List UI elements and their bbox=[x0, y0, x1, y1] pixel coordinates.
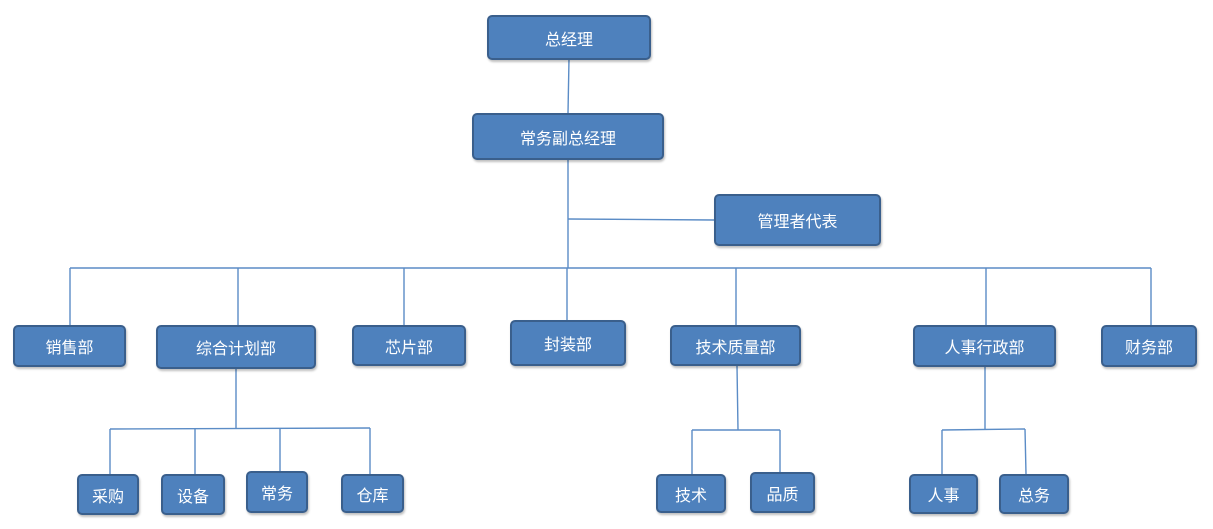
connector-management-rep bbox=[567, 218, 715, 221]
connector-general-affairs bbox=[1024, 428, 1027, 475]
technology-label: 技术 bbox=[674, 485, 707, 505]
planning-department-label: 综合计划部 bbox=[195, 339, 276, 358]
general-affairs-label: 总务 bbox=[1017, 486, 1050, 505]
purchasing-box: 采购 bbox=[77, 474, 139, 515]
sales-department-box: 销售部 bbox=[13, 325, 126, 367]
personnel-label: 人事 bbox=[927, 486, 960, 505]
general-affairs-box: 总务 bbox=[999, 474, 1069, 514]
ceo-box: 总经理 bbox=[487, 15, 651, 60]
hr-admin-department-box: 人事行政部 bbox=[913, 325, 1056, 367]
executive-vp-label: 常务副总经理 bbox=[519, 128, 616, 148]
planning-department-box: 综合计划部 bbox=[156, 325, 316, 369]
connector-ceo-evp bbox=[567, 58, 570, 114]
quality-label: 品质 bbox=[766, 484, 799, 504]
technology-box: 技术 bbox=[656, 474, 726, 513]
tech-quality-department-label: 技术质量部 bbox=[695, 337, 776, 357]
executive-vp-box: 常务副总经理 bbox=[472, 113, 664, 160]
packaging-department-label: 封装部 bbox=[543, 335, 592, 354]
quality-box: 品质 bbox=[750, 472, 815, 513]
connector-hr-admin-bus bbox=[941, 428, 1026, 431]
chip-department-box: 芯片部 bbox=[352, 325, 466, 366]
ceo-label: 总经理 bbox=[544, 29, 593, 49]
finance-department-label: 财务部 bbox=[1124, 338, 1173, 357]
sales-department-label: 销售部 bbox=[45, 338, 94, 357]
equipment-label: 设备 bbox=[176, 486, 209, 506]
connector-tech-quality-down bbox=[736, 365, 739, 431]
packaging-department-box: 封装部 bbox=[510, 320, 626, 366]
management-rep-box: 管理者代表 bbox=[714, 194, 881, 246]
finance-department-box: 财务部 bbox=[1101, 325, 1197, 367]
general-affairs-planning-label: 常务 bbox=[260, 484, 293, 503]
warehouse-box: 仓库 bbox=[341, 474, 404, 513]
tech-quality-department-box: 技术质量部 bbox=[670, 325, 801, 366]
purchasing-label: 采购 bbox=[91, 486, 124, 506]
equipment-box: 设备 bbox=[161, 474, 225, 515]
personnel-box: 人事 bbox=[909, 474, 978, 514]
management-rep-label: 管理者代表 bbox=[757, 212, 838, 231]
warehouse-label: 仓库 bbox=[356, 485, 389, 505]
general-affairs-planning-box: 常务 bbox=[246, 471, 308, 513]
hr-admin-department-label: 人事行政部 bbox=[944, 338, 1025, 357]
connector-planning-bus bbox=[109, 427, 371, 430]
chip-department-label: 芯片部 bbox=[384, 337, 433, 357]
